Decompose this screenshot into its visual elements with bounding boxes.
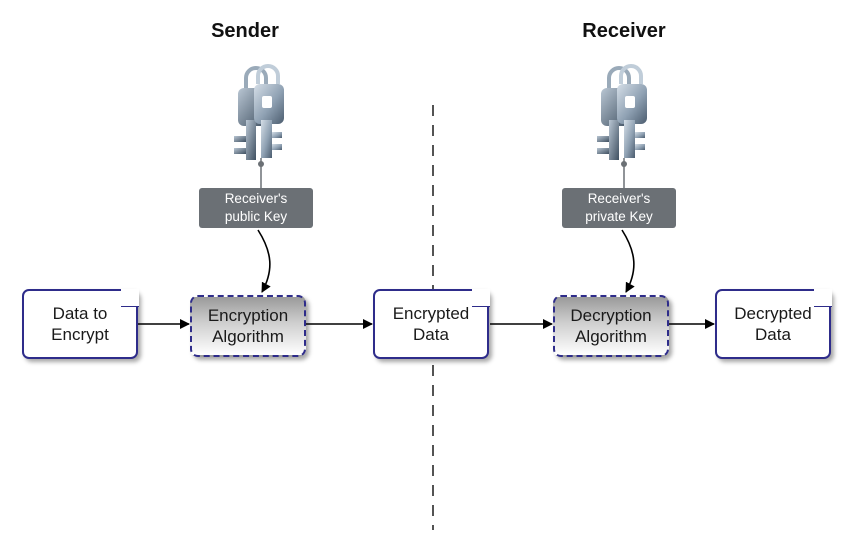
data-to-encrypt-node: Data to Encrypt bbox=[22, 288, 139, 359]
key-pair-icon bbox=[234, 64, 284, 188]
key-arrow bbox=[257, 229, 271, 293]
key-arrow bbox=[621, 229, 635, 293]
public-key-label: Receiver's public Key bbox=[199, 188, 313, 228]
decrypted-data-node: Decrypted Data bbox=[715, 288, 832, 359]
node-label: Decrypted Data bbox=[734, 304, 812, 344]
decryption-algorithm-node: Decryption Algorithm bbox=[553, 295, 669, 357]
encrypted-data-node: Encrypted Data bbox=[373, 288, 490, 359]
key-pair-icon bbox=[597, 64, 647, 188]
node-label: Encryption Algorithm bbox=[207, 306, 289, 346]
node-label: Encrypted Data bbox=[392, 304, 470, 344]
page-fold-icon bbox=[471, 288, 490, 307]
encryption-algorithm-node: Encryption Algorithm bbox=[190, 295, 306, 357]
private-key-label: Receiver's private Key bbox=[562, 188, 676, 228]
node-label: Data to Encrypt bbox=[51, 304, 109, 344]
sender-title: Sender bbox=[211, 20, 279, 42]
receiver-title: Receiver bbox=[582, 20, 666, 42]
page-fold-icon bbox=[813, 288, 832, 307]
page-fold-icon bbox=[120, 288, 139, 307]
node-label: Decryption Algorithm bbox=[570, 306, 652, 346]
